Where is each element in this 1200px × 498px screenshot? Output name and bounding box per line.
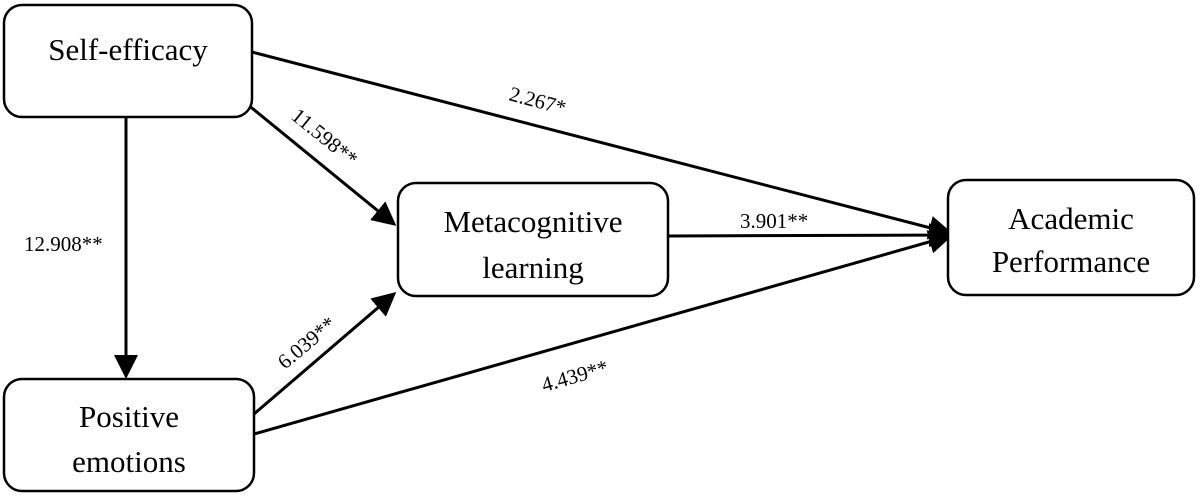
node-metacognitive-learning-label-line-1: Metacognitive [443,204,622,239]
node-academic-performance-label-line-2: Performance [992,244,1150,279]
edge-self-efficacy-to-academic-performance [251,50,953,240]
edges [114,50,953,436]
edge-positive-emotions-to-academic-performance [253,230,953,436]
node-metacognitive-learning: Metacognitive learning [396,181,670,298]
edge-label-self-efficacy-to-positive-emotions: 12.908** [24,232,103,256]
node-academic-performance-label-line-1: Academic [1008,201,1134,236]
node-self-efficacy: Self-efficacy [2,3,254,119]
edge-label-positive-emotions-to-metacognitive-learning: 6.039** [273,312,341,374]
edge-self-efficacy-to-metacognitive-learning [246,102,397,226]
edge-label-positive-emotions-to-academic-performance: 4.439** [539,355,611,397]
node-self-efficacy-label: Self-efficacy [48,32,208,67]
node-positive-emotions: Positive emotions [2,377,256,493]
edge-label-self-efficacy-to-metacognitive-learning: 11.598** [287,103,363,171]
edge-metacognitive-learning-to-academic-performance [667,223,953,248]
node-academic-performance: Academic Performance [946,178,1196,297]
edge-positive-emotions-to-metacognitive-learning [253,292,397,416]
node-positive-emotions-label-line-1: Positive [79,399,179,434]
edge-label-self-efficacy-to-academic-performance: 2.267* [507,82,569,120]
node-positive-emotions-label-line-2: emotions [72,444,186,479]
node-metacognitive-learning-label-line-2: learning [482,250,584,285]
edge-label-metacognitive-learning-to-academic-performance: 3.901** [740,209,808,233]
